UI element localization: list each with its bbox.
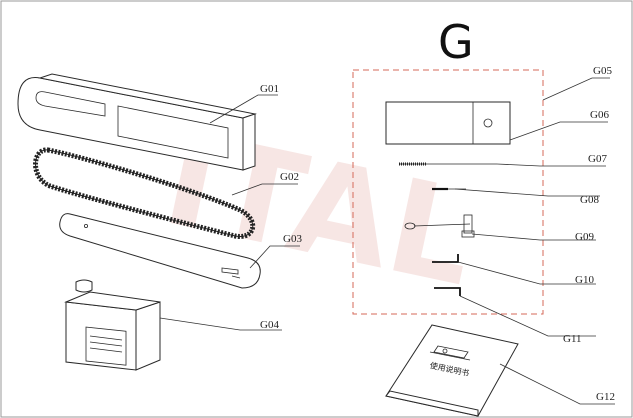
label-g02: G02 (280, 171, 299, 183)
leader-g09 (471, 233, 596, 241)
leader-g04 (159, 317, 282, 331)
leader-g02 (231, 183, 298, 196)
combination-wrench-part (404, 214, 475, 238)
leader-g12 (499, 363, 615, 405)
label-g03: G03 (283, 233, 302, 245)
group-title: G (438, 15, 474, 69)
leader-g11 (459, 295, 596, 337)
label-g10: G10 (575, 274, 594, 286)
tool-kit-box (352, 69, 544, 315)
label-g05: G05 (593, 65, 612, 77)
instruction-manual-part: 使用说明书 (385, 324, 519, 417)
guide-bar-part (59, 213, 261, 289)
label-g04: G04 (260, 319, 279, 331)
scabbard-part (17, 73, 257, 171)
label-g09: G09 (575, 231, 594, 243)
label-g08: G08 (580, 194, 599, 206)
label-g01: G01 (260, 83, 279, 95)
oil-bottle-part (64, 279, 161, 371)
label-g12: G12 (596, 391, 615, 403)
hex-key-large-part (434, 287, 461, 296)
leader-g03 (249, 245, 300, 269)
file-guide-part (385, 101, 511, 145)
leader-g08 (454, 188, 600, 197)
label-g06: G06 (590, 109, 609, 121)
leader-g01 (209, 94, 278, 124)
leader-g06 (509, 121, 608, 141)
label-g07: G07 (588, 153, 607, 165)
leader-g05 (542, 77, 610, 101)
label-g11: G11 (563, 333, 582, 345)
saw-chain-part (33, 147, 255, 239)
leader-g07 (496, 163, 606, 167)
leader-g10 (457, 261, 596, 285)
